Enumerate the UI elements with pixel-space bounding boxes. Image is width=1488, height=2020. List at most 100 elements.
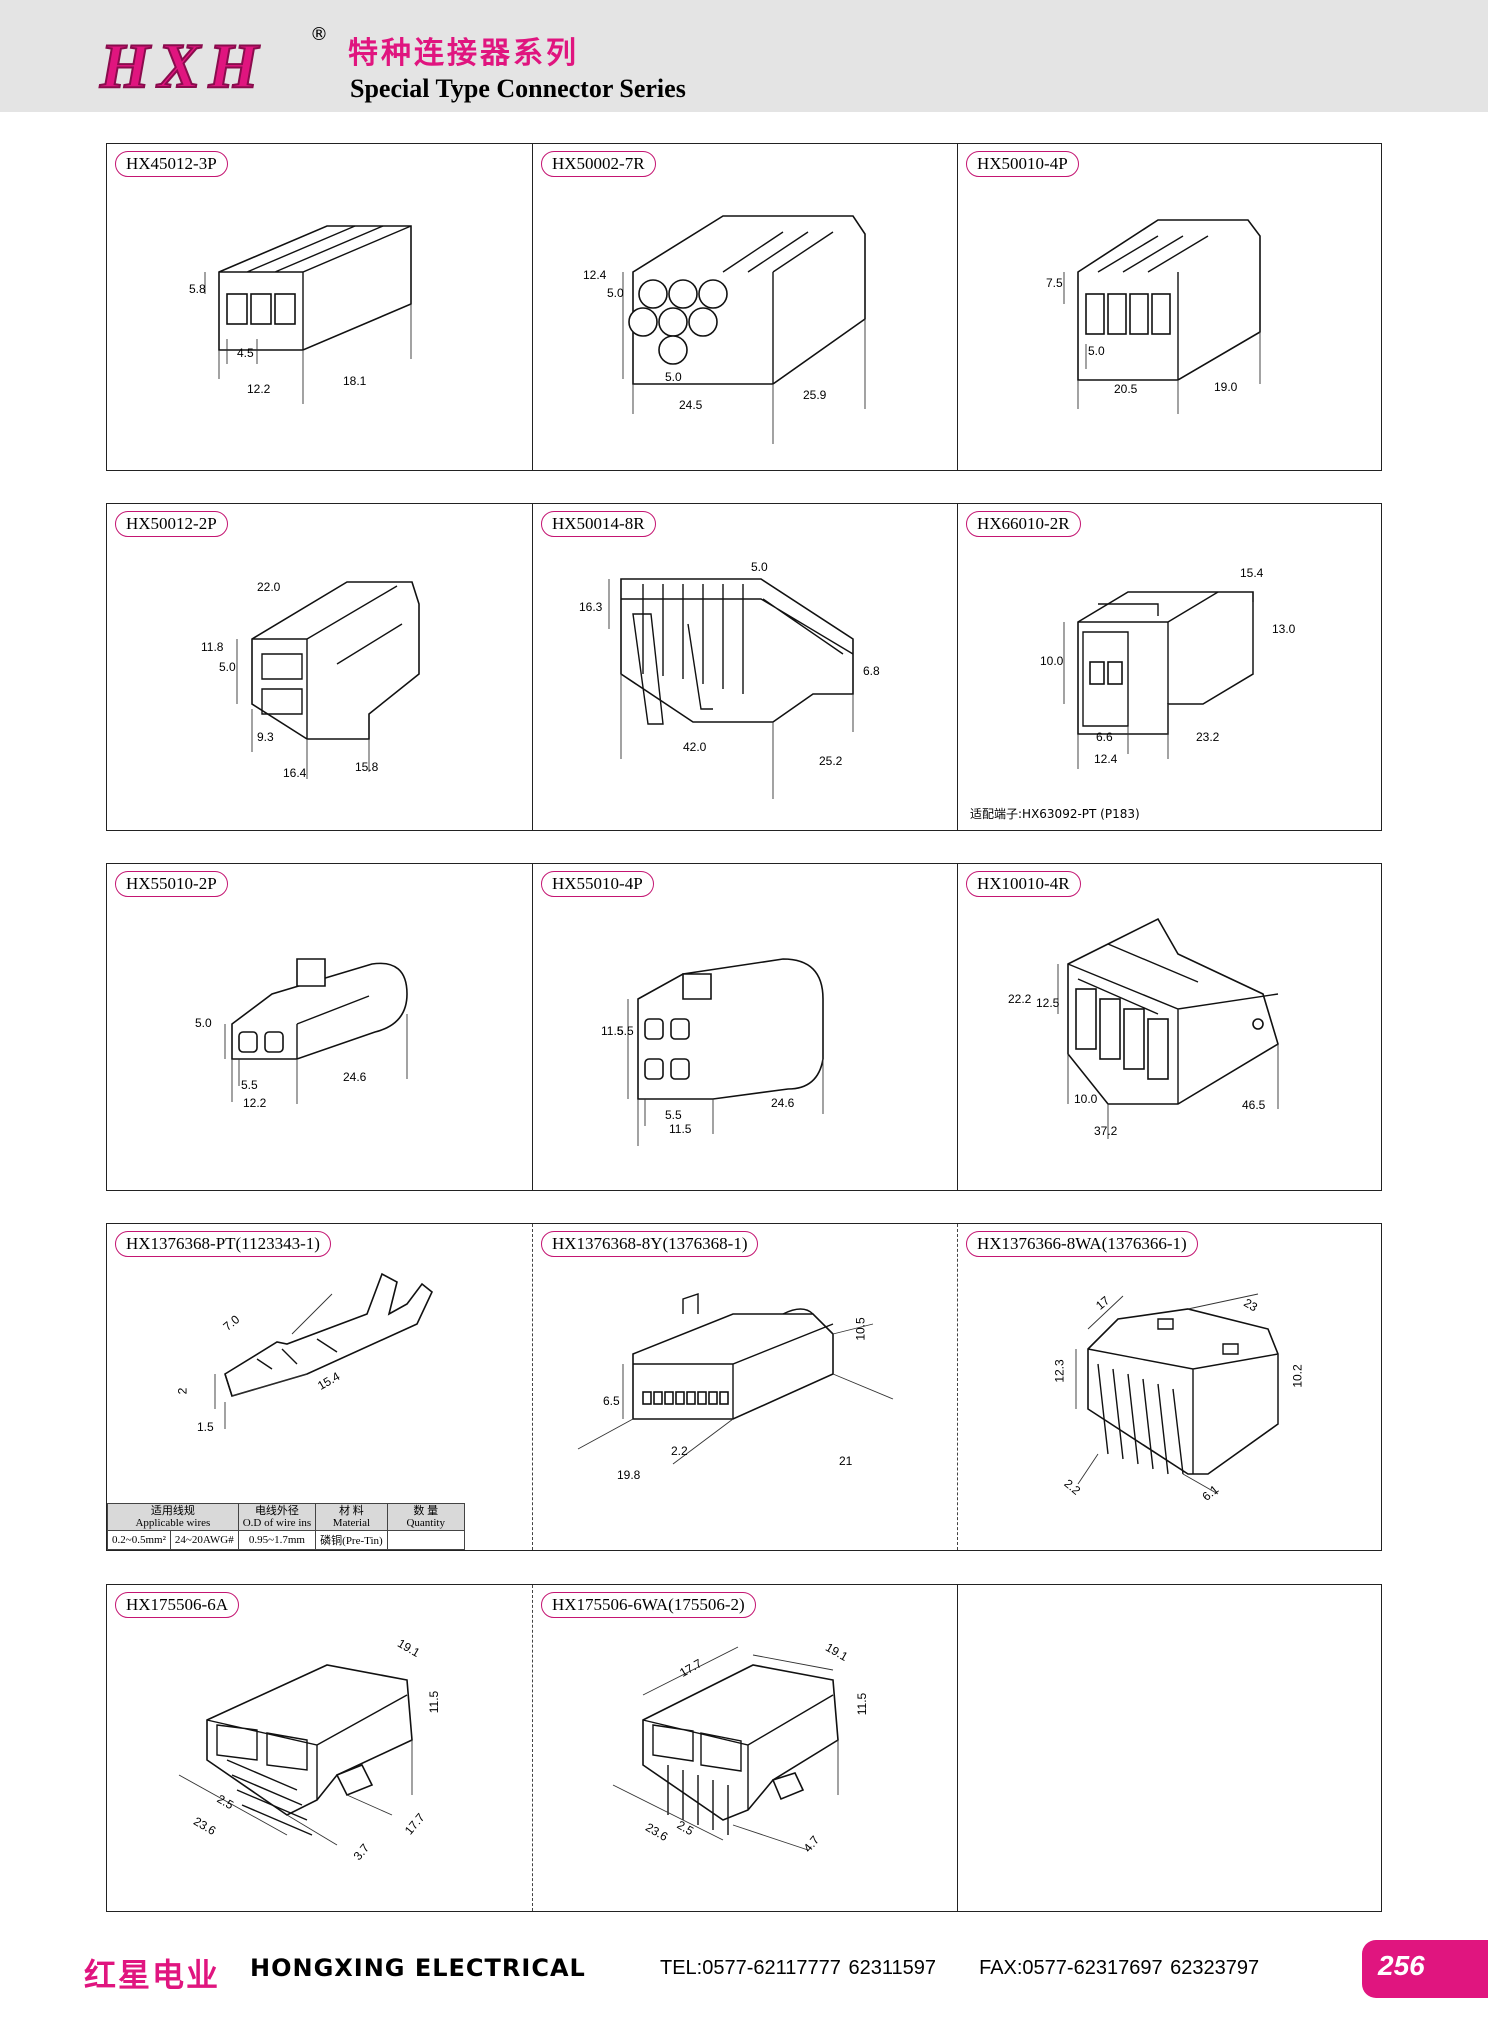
product-label: HX55010-4P — [541, 871, 654, 897]
dimension-label: 46.5 — [1242, 1098, 1266, 1112]
connector-drawing — [236, 581, 420, 779]
dimension-label: 11.8 — [201, 640, 224, 654]
connector-drawing — [608, 578, 854, 799]
product-cell: HX50014-8R 5.0 16.3 6.8 42.0 25.2 — [532, 504, 957, 830]
contact-info: TEL:0577-62117777 62311597 FAX:0577-6231… — [660, 1957, 1259, 1980]
dimension-label: 23.2 — [1196, 730, 1220, 744]
product-cell: HX50002-7R 12.4 5.0 5.0 24.5 25.9 — [532, 144, 957, 470]
dimension-label: 20.5 — [1114, 382, 1138, 396]
terminal-note: 适配端子:HX63092-PT (P183) — [970, 807, 1140, 821]
product-cell: HX1376368-8Y(1376368-1) 10.5 6.5 2.2 19.… — [532, 1224, 957, 1550]
product-label: HX10010-4R — [966, 871, 1081, 897]
connector-drawing — [224, 958, 408, 1104]
connector-drawing — [627, 958, 824, 1146]
connector-drawing — [1057, 917, 1279, 1139]
connector-drawing — [1063, 591, 1254, 769]
connector-drawing — [204, 225, 412, 404]
dimension-label: 6.6 — [1096, 730, 1113, 744]
spec-cell: 0.2~0.5mm² — [107, 1530, 171, 1550]
page-header: HXH ® 特种连接器系列 Special Type Connector Ser… — [0, 0, 1488, 112]
product-label: HX1376368-8Y(1376368-1) — [541, 1231, 759, 1257]
product-cell: HX66010-2R 15.4 13.0 10.0 6.6 12.4 23.2 … — [957, 504, 1383, 830]
dimension-label: 16.4 — [283, 766, 307, 780]
dimension-label: 6.8 — [863, 664, 880, 678]
dimension-label: 22.2 — [1008, 992, 1032, 1006]
connector-drawing — [577, 1293, 894, 1465]
dimension-label: 5.8 — [189, 282, 206, 296]
dimension-label: 15.8 — [355, 760, 379, 774]
connector-drawing — [1063, 219, 1261, 414]
page-number-tab — [1362, 1940, 1488, 1998]
dimension-label: 22.0 — [257, 580, 281, 594]
product-label: HX175506-6WA(175506-2) — [541, 1592, 756, 1618]
dimension-label: 2 — [175, 1387, 190, 1395]
brand-logo: HXH — [99, 30, 267, 101]
company-name-cn: 红星电业 — [84, 1956, 221, 1994]
catalog-row-3: HX55010-2P 5.0 5.5 12.2 24.6 HX55010-4P … — [106, 863, 1382, 1191]
dimension-label: 24.5 — [679, 398, 703, 412]
catalog-row-1: HX45012-3P 5.8 4.5 12.2 18.1 HX50002-7R … — [106, 143, 1382, 471]
dimension-label: 5.0 — [751, 560, 768, 574]
fax: FAX:0577-62317697 62323797 — [979, 1957, 1260, 1979]
dimension-label: 24.6 — [771, 1096, 795, 1110]
product-cell: HX50010-4P 7.5 5.0 20.5 19.0 — [957, 144, 1383, 470]
product-label: HX55010-2P — [115, 871, 228, 897]
page-number: 256 — [1378, 1950, 1425, 1981]
product-label: HX1376366-8WA(1376366-1) — [966, 1231, 1198, 1257]
product-label: HX175506-6A — [115, 1592, 239, 1618]
telephone: TEL:0577-62117777 62311597 — [660, 1957, 936, 1979]
dimension-label: 5.0 — [219, 660, 236, 674]
dimension-label: 42.0 — [683, 740, 707, 754]
catalog-row-2: HX50012-2P 22.0 11.8 5.0 9.3 16.4 15.8 H… — [106, 503, 1382, 831]
connector-drawing — [1075, 1293, 1279, 1495]
catalog-row-4: HX1376368-PT(1123343-1) 7.0 2 15.4 1.5 适… — [106, 1223, 1382, 1551]
product-label: HX50010-4P — [966, 151, 1079, 177]
dimension-label: 11.5 — [601, 1024, 624, 1038]
dimension-label: 5.0 — [195, 1016, 212, 1030]
dimension-label: 2.2 — [671, 1444, 688, 1458]
product-cell: HX50012-2P 22.0 11.8 5.0 9.3 16.4 15.8 — [107, 504, 532, 830]
product-cell: HX1376366-8WA(1376366-1) 17 23 12.3 10.2… — [957, 1224, 1383, 1550]
dimension-label: 10.5 — [853, 1317, 868, 1341]
dimension-label: 12.4 — [1094, 752, 1118, 766]
dimension-label: 12.2 — [243, 1096, 267, 1110]
dimension-label: 11.5 — [855, 1692, 870, 1716]
company-name-en: HONGXING ELECTRICAL — [250, 1954, 586, 1982]
dimension-label: 1.5 — [197, 1420, 214, 1434]
product-label: HX50012-2P — [115, 511, 228, 537]
dimension-label: 11.5 — [669, 1122, 692, 1136]
spec-cell: 0.95~1.7mm — [237, 1530, 317, 1550]
dimension-label: 24.6 — [343, 1070, 367, 1084]
dimension-label: 5.5 — [617, 1024, 634, 1038]
dimension-label: 18.1 — [343, 374, 367, 388]
product-cell: HX175506-6A 19.1 11.5 2.5 23.6 3.7 17.7 — [107, 1585, 532, 1911]
dimension-label: 5.0 — [1088, 344, 1105, 358]
series-title-cn: 特种连接器系列 — [348, 36, 579, 71]
dimension-label: 10.2 — [1290, 1364, 1305, 1388]
dimension-label: 6.5 — [603, 1394, 620, 1408]
registered-mark: ® — [310, 24, 328, 45]
dimension-label: 5.0 — [665, 370, 682, 384]
dimension-label: 19.0 — [1214, 380, 1238, 394]
connector-drawing — [622, 215, 866, 444]
spec-cell: 磷铜(Pre-Tin) — [315, 1530, 388, 1550]
dimension-label: 9.3 — [257, 730, 274, 744]
dimension-label: 5.5 — [241, 1078, 258, 1092]
dimension-label: 7.5 — [1046, 276, 1063, 290]
dimension-label: 10.0 — [1074, 1092, 1098, 1106]
spec-cell: 24~20AWG# — [169, 1530, 239, 1550]
dimension-label: 15.4 — [1240, 566, 1264, 580]
dimension-label: 21 — [839, 1454, 853, 1468]
product-label: HX50002-7R — [541, 151, 656, 177]
dimension-label: 10.0 — [1040, 654, 1064, 668]
dimension-label: 4.5 — [237, 346, 254, 360]
connector-drawing — [612, 1646, 839, 1851]
series-title-en: Special Type Connector Series — [350, 74, 686, 103]
product-label: HX66010-2R — [966, 511, 1081, 537]
dimension-label: 13.0 — [1272, 622, 1296, 636]
product-cell: HX55010-4P 11.5 5.5 5.5 11.5 24.6 — [532, 864, 957, 1190]
